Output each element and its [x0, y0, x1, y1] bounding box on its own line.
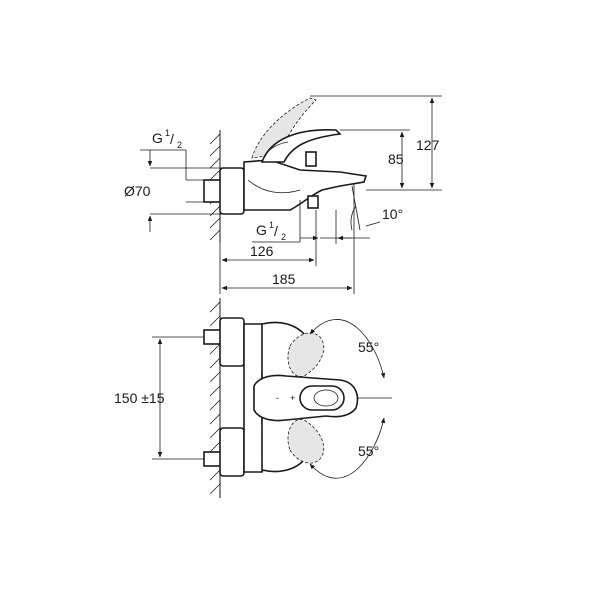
outlet-thread-label: G 1 / 2: [252, 200, 301, 243]
svg-text:/: /: [274, 223, 278, 239]
top-view: - + 55° 55° 150 ±15: [114, 298, 392, 498]
mixer-body: [203, 129, 368, 215]
inlet-thread-label: G 1 / 2: [140, 128, 187, 180]
inlet-thread-g: G: [152, 130, 163, 146]
svg-text:+: +: [290, 393, 295, 403]
side-view: Ø70 G 1 / 2 G 1 / 2 126 185: [124, 95, 442, 294]
angle-55-upper-label: 55°: [358, 339, 379, 355]
diameter-label: Ø70: [124, 183, 151, 199]
dim-85-label: 85: [388, 151, 404, 167]
wall-top: [209, 298, 221, 498]
dim-127-label: 127: [416, 137, 440, 153]
outlet-thread-num: 1: [269, 220, 274, 230]
svg-text:/: /: [170, 131, 174, 147]
outlet-thread-g: G: [256, 222, 267, 238]
inlet-thread-num: 1: [165, 128, 170, 138]
spacing-label: 150 ±15: [114, 390, 165, 406]
angle-10-label: 10°: [382, 206, 403, 222]
angle-55-lower-label: 55°: [358, 443, 379, 459]
outlet-thread-den: 2: [281, 232, 286, 242]
dim-126-label: 126: [250, 243, 274, 259]
inlet-thread-den: 2: [177, 140, 182, 150]
svg-text:-: -: [276, 393, 279, 403]
dim-185-label: 185: [272, 271, 296, 287]
